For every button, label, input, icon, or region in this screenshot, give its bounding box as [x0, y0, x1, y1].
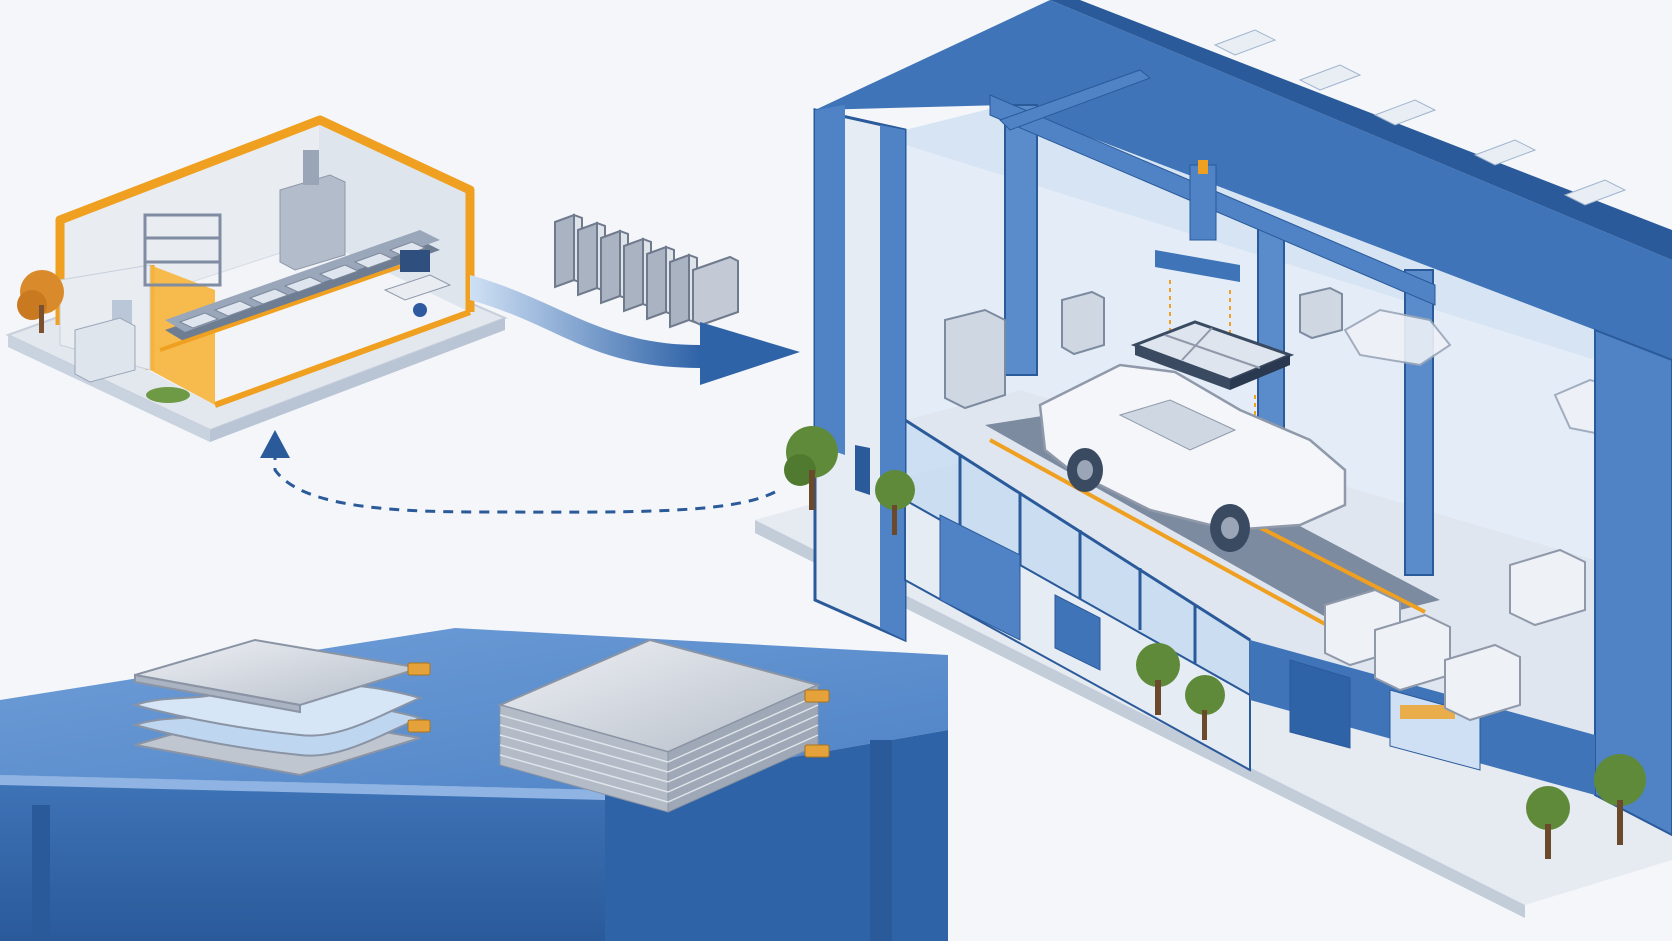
- battery-pack-icon: [1130, 320, 1295, 450]
- feedback-arrow-icon: [260, 430, 776, 514]
- flow-arrow-icon: [470, 275, 800, 385]
- solid-state-cell-icon: [131, 638, 431, 777]
- battery-cells-icon: [554, 213, 739, 329]
- pilot-lab-icon: [5, 115, 508, 442]
- car-body-icon: [1038, 363, 1347, 552]
- stacked-cell-icon: [497, 638, 830, 813]
